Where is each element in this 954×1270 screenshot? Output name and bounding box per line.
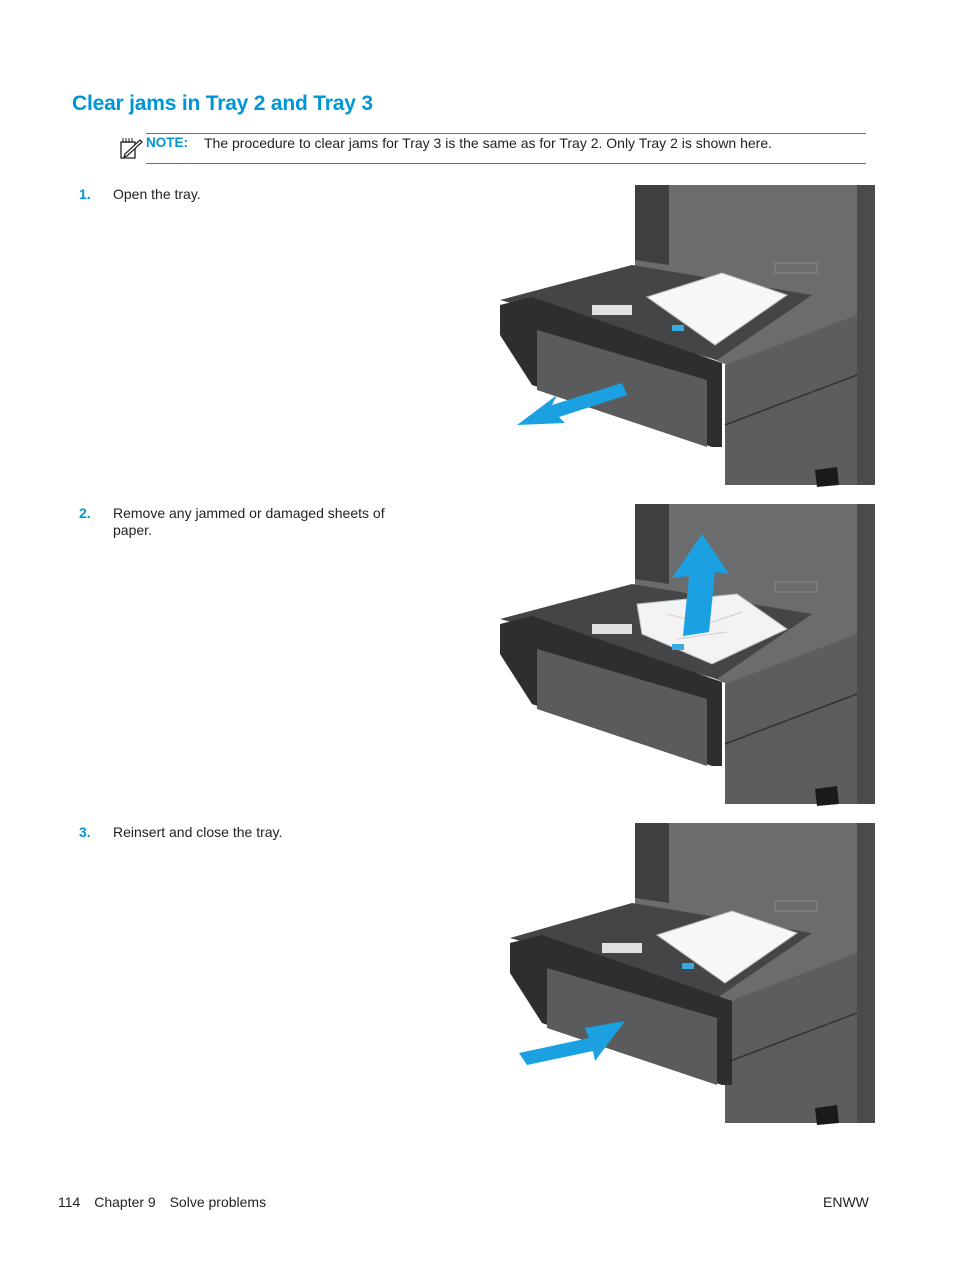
note-text: The procedure to clear jams for Tray 3 i… xyxy=(204,135,773,151)
printer-right-edge xyxy=(857,823,875,1123)
push-arrow xyxy=(519,1021,625,1065)
tray-front-panel xyxy=(547,968,717,1085)
step-2-illustration xyxy=(500,504,875,806)
footer-right: ENWW xyxy=(823,1194,869,1210)
tray-guide-tab xyxy=(672,325,684,331)
lift-arrow xyxy=(672,534,729,636)
page-title: Clear jams in Tray 2 and Tray 3 xyxy=(72,92,373,115)
tray-guide xyxy=(592,624,632,634)
printer-label-plate xyxy=(774,581,818,593)
tray-divider xyxy=(724,1012,858,1064)
note-label: NOTE: xyxy=(146,135,188,150)
printer-wheel xyxy=(815,786,839,806)
tray-divider xyxy=(724,693,858,745)
printer-right-edge xyxy=(857,504,875,804)
step-3-number: 3. xyxy=(79,824,91,840)
step-2-text: Remove any jammed or damaged sheets of p… xyxy=(113,505,385,538)
step-2-number: 2. xyxy=(79,505,91,521)
tray-front-panel xyxy=(537,649,707,766)
printer-left-panel xyxy=(635,823,669,903)
printer-label-plate xyxy=(774,900,818,912)
footer-left: 114 Chapter 9 Solve problems xyxy=(58,1194,276,1210)
step-1-number: 1. xyxy=(79,186,91,202)
printer-wheel xyxy=(815,467,839,487)
printer-right-edge xyxy=(857,185,875,485)
tray-guide-tab xyxy=(672,644,684,650)
paper-stack xyxy=(655,910,799,984)
printer-left-panel xyxy=(635,504,669,584)
step-1-illustration xyxy=(500,185,875,487)
printer-label-plate xyxy=(774,262,818,274)
section-label: Solve problems xyxy=(169,1194,267,1210)
tray-divider xyxy=(724,374,858,426)
note-box xyxy=(146,133,866,164)
tray-guide xyxy=(592,305,632,315)
paper-stack xyxy=(645,272,789,346)
step-3-text: Reinsert and close the tray. xyxy=(113,824,283,840)
printer-wheel xyxy=(815,1105,839,1125)
page-number: 114 xyxy=(58,1194,81,1210)
chapter-label: Chapter 9 xyxy=(94,1194,156,1210)
note-icon xyxy=(120,138,143,159)
step-3-illustration xyxy=(510,823,875,1125)
tray-guide-tab xyxy=(682,963,694,969)
printer-left-panel xyxy=(635,185,669,265)
step-1-text: Open the tray. xyxy=(113,186,201,202)
pull-arrow xyxy=(517,383,627,425)
tray-guide xyxy=(602,943,642,953)
